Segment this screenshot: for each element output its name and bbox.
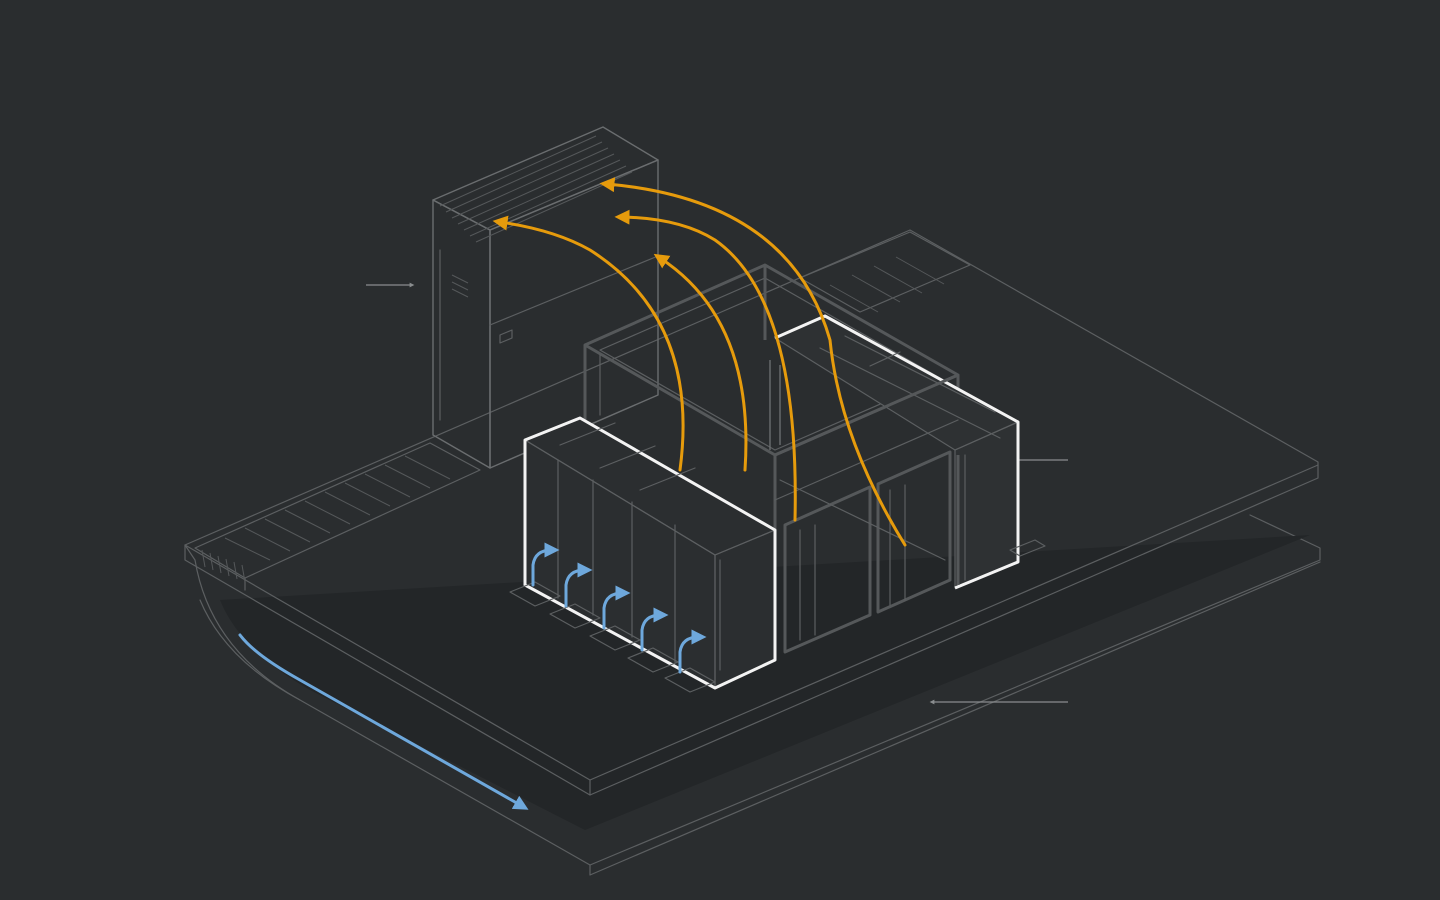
- warm-air-stream-3: [614, 209, 797, 522]
- server-rack-row-right: [774, 314, 1020, 590]
- underfloor-cool-stream: [238, 633, 529, 810]
- cool-rack-intake-2: [564, 562, 593, 608]
- server-rack-row-left: [523, 416, 777, 690]
- cool-rack-intake-4: [640, 607, 669, 652]
- warm-air-stream-1: [492, 215, 685, 472]
- perforated-tile-strip-back: [799, 231, 971, 313]
- cool-rack-intake-3: [602, 585, 631, 630]
- crac-cooling-unit: [432, 126, 659, 469]
- perforated-tile-strip-left: [201, 455, 451, 583]
- cool-rack-intake-5: [678, 629, 707, 674]
- raised-floor: [184, 229, 1319, 796]
- warm-air-stream-2: [653, 253, 748, 472]
- subfloor-slab: [184, 514, 1321, 876]
- warm-air-streams: [492, 177, 907, 547]
- cool-rack-intake-1: [531, 542, 560, 587]
- warm-air-stream-4: [599, 177, 907, 547]
- cool-air-streams: [238, 542, 707, 810]
- floor-vent-tiles: [509, 539, 1046, 693]
